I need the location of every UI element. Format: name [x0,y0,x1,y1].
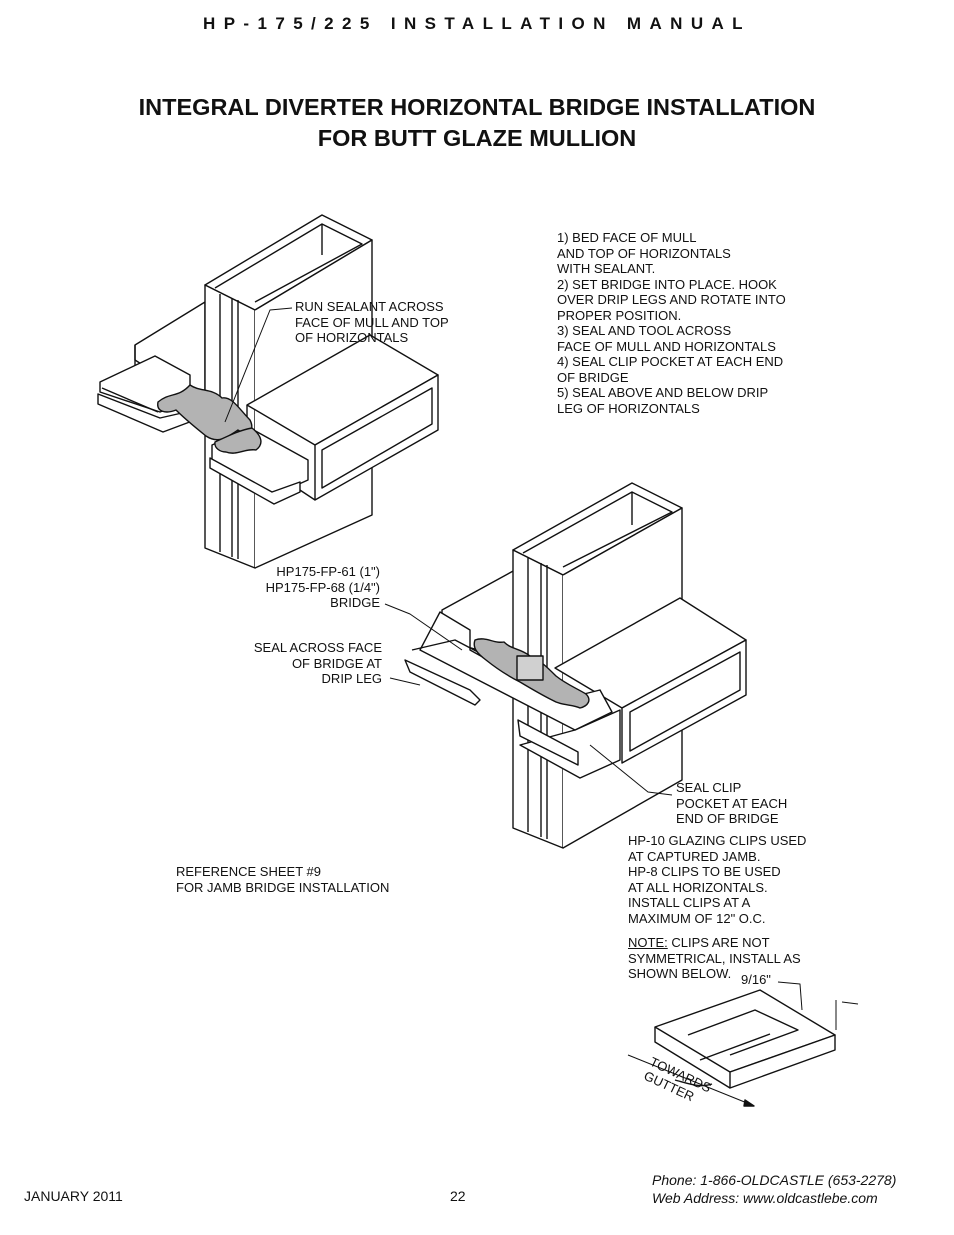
step-line: 2) SET BRIDGE INTO PLACE. HOOK [557,276,777,292]
note-line: SHOWN BELOW. [628,966,732,981]
callout-line: DRIP LEG [321,671,382,686]
callout-line: RUN SEALANT ACROSS [295,299,444,314]
note-line: SYMMETRICAL, INSTALL AS [628,950,801,966]
reference-note: REFERENCE SHEET #9 FOR JAMB BRIDGE INSTA… [176,864,389,895]
glazing-clips-note: HP-10 GLAZING CLIPS USED AT CAPTURED JAM… [628,833,806,926]
note-line: FOR JAMB BRIDGE INSTALLATION [176,879,390,895]
symmetry-note: NOTE: CLIPS ARE NOT SYMMETRICAL, INSTALL… [628,935,801,982]
note-line: HP-8 CLIPS TO BE USED [628,864,781,879]
callout-seal-face: SEAL ACROSS FACE OF BRIDGE AT DRIP LEG [232,640,382,687]
note-text: CLIPS ARE NOT [667,935,770,950]
upper-assembly [97,214,439,569]
note-label: NOTE: [628,935,668,950]
dimension-label: 9/16" [741,972,771,987]
callout-line: POCKET AT EACH [676,795,788,811]
callout-line: HP175-FP-68 (1/4") [265,579,380,595]
callout-seal-clip: SEAL CLIP POCKET AT EACH END OF BRIDGE [676,780,787,827]
callout-line: SEAL CLIP [676,780,742,795]
callout-line: END OF BRIDGE [676,811,779,826]
lower-assembly [384,482,747,849]
callout-line: SEAL ACROSS FACE [253,640,382,655]
note-line: HP-10 GLAZING CLIPS USED [628,833,807,848]
step-line: OF BRIDGE [557,369,629,385]
footer-phone: Phone: 1-866-OLDCASTLE (653-2278) [652,1172,897,1188]
title-line-2: FOR BUTT GLAZE MULLION [317,125,637,151]
step-line: 4) SEAL CLIP POCKET AT EACH END [557,354,784,369]
footer-web: Web Address: www.oldcastlebe.com [652,1190,878,1206]
page-number: 22 [450,1188,466,1204]
step-line: 1) BED FACE OF MULL [557,230,697,245]
step-line: FACE OF MULL AND HORIZONTALS [557,338,776,354]
footer-contact: Phone: 1-866-OLDCASTLE (653-2278) Web Ad… [652,1171,896,1207]
step-line: WITH SEALANT. [557,261,656,276]
callout-run-sealant: RUN SEALANT ACROSS FACE OF MULL AND TOP … [295,299,449,346]
title-line-1: INTEGRAL DIVERTER HORIZONTAL BRIDGE INST… [138,94,816,120]
callout-line: OF HORIZONTALS [295,330,409,345]
callout-line: FACE OF MULL AND TOP [295,314,449,330]
callout-line: BRIDGE [330,595,380,610]
callout-line: HP175-FP-61 (1") [276,564,380,579]
callout-line: OF BRIDGE AT [291,655,382,671]
clip-detail [627,981,859,1107]
step-line: AND TOP OF HORIZONTALS [557,245,731,261]
manual-header: HP-175/225 INSTALLATION MANUAL [203,14,751,33]
step-line: LEG OF HORIZONTALS [557,400,700,416]
step-line: OVER DRIP LEGS AND ROTATE INTO [557,292,786,307]
installation-steps: 1) BED FACE OF MULL AND TOP OF HORIZONTA… [557,230,786,416]
step-line: 5) SEAL ABOVE AND BELOW DRIP [557,385,769,400]
step-line: PROPER POSITION. [557,307,682,323]
note-line: MAXIMUM OF 12" O.C. [628,910,766,926]
note-line: AT CAPTURED JAMB. [628,848,761,864]
callout-bridge-parts: HP175-FP-61 (1") HP175-FP-68 (1/4") BRID… [230,564,380,611]
note-line: REFERENCE SHEET #9 [176,864,321,879]
note-line: INSTALL CLIPS AT A [628,895,751,910]
page-title: INTEGRAL DIVERTER HORIZONTAL BRIDGE INST… [0,92,954,154]
note-line: NOTE: CLIPS ARE NOT [628,935,801,951]
note-line: AT ALL HORIZONTALS. [628,879,768,895]
footer-date: JANUARY 2011 [24,1188,123,1204]
step-line: 3) SEAL AND TOOL ACROSS [557,323,732,338]
